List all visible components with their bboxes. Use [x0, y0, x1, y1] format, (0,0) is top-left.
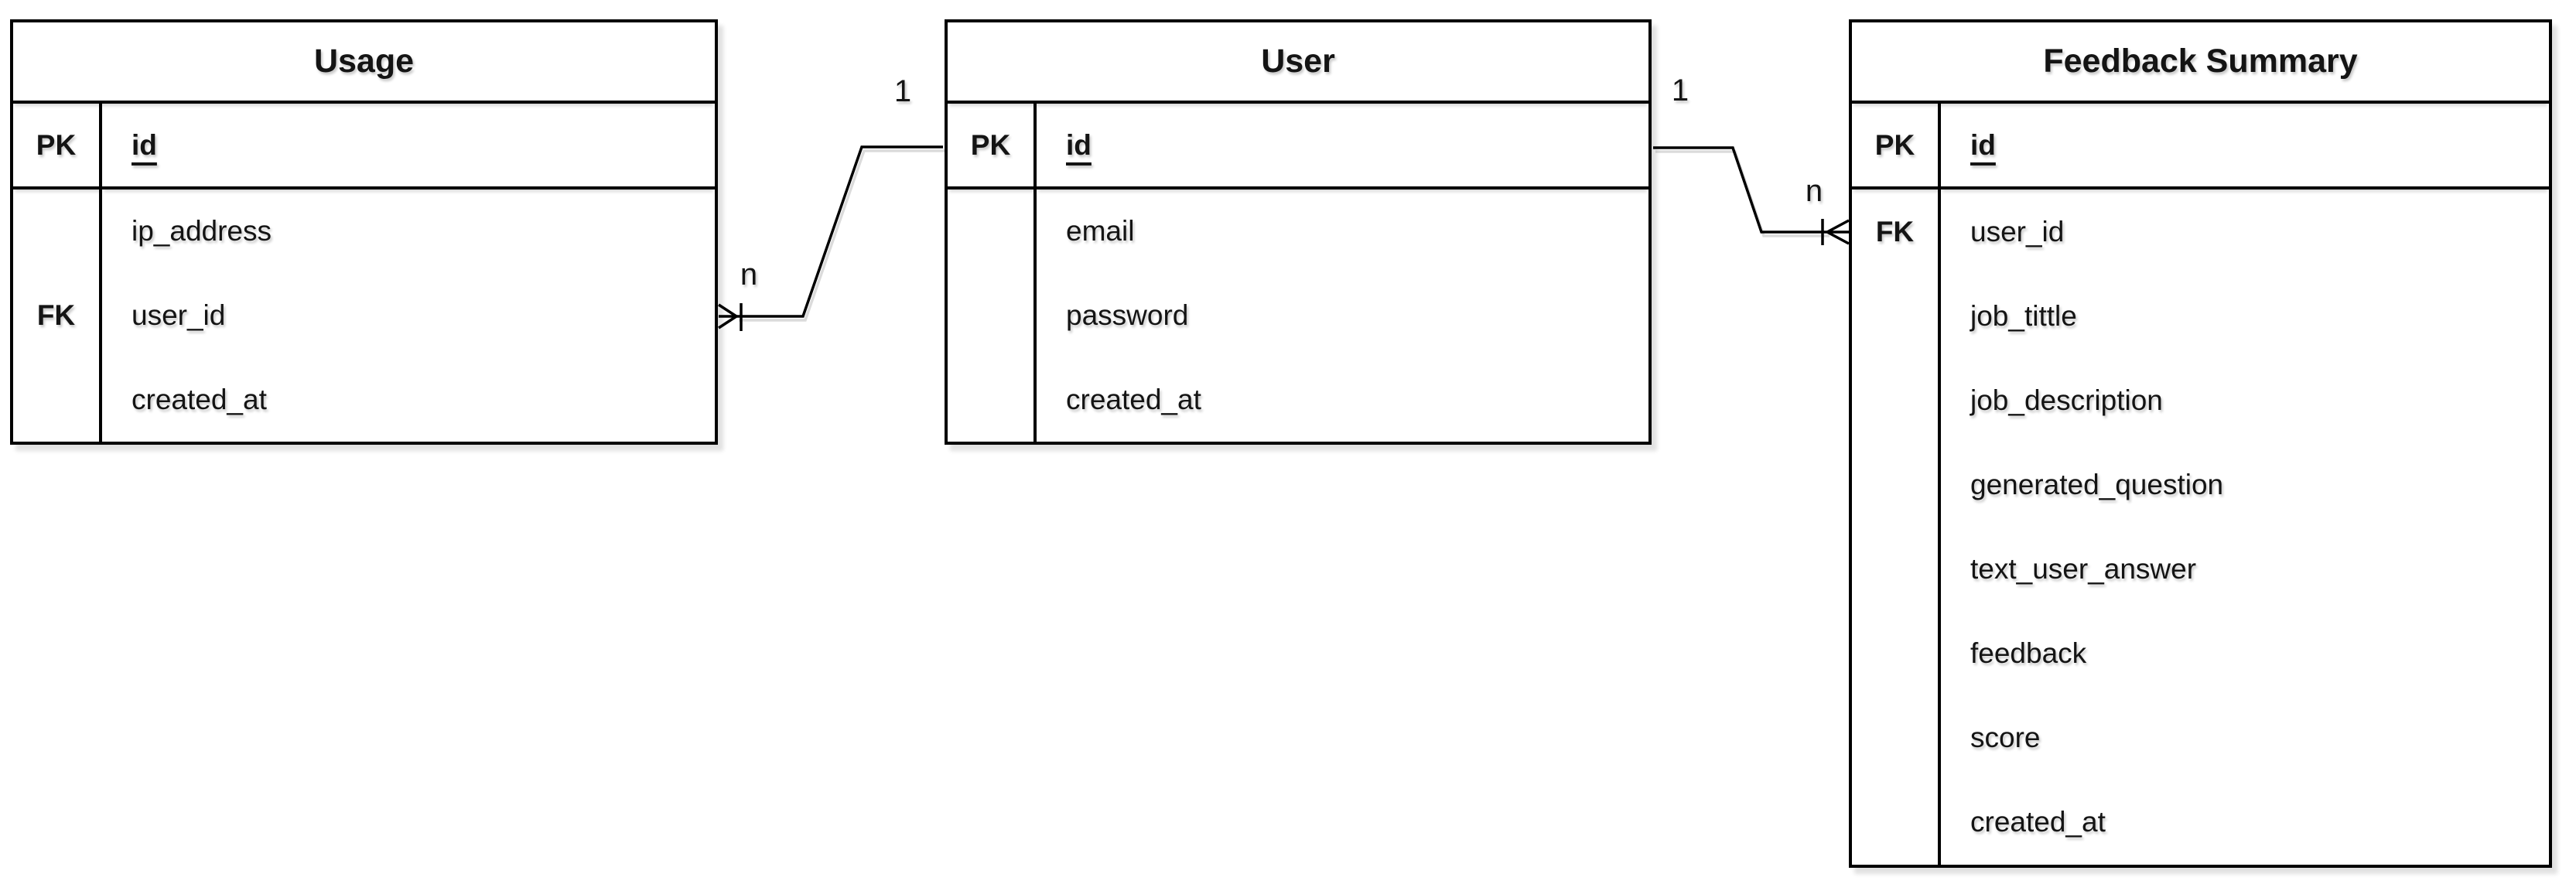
field-name: job_description	[1970, 384, 2163, 416]
cardinality-label-many: n	[740, 258, 758, 292]
crow-foot-many-icon	[1826, 219, 1850, 245]
field-name: id	[132, 128, 157, 161]
field-feedback: feedback	[1941, 612, 2549, 696]
field-created-at: created_at	[102, 357, 715, 442]
entity-table-user: User PK id email password created_at	[945, 19, 1652, 445]
entity-title: Feedback Summary	[1852, 22, 2549, 104]
entity-field-list: PK id ip_address FK user_id created_at	[13, 104, 715, 442]
key-cell	[1852, 358, 1941, 443]
entity-field-list: PK id FK user_id job_tittle job_descript…	[1852, 104, 2549, 865]
field-user-id: user_id	[1941, 189, 2549, 274]
key-cell-pk: PK	[948, 104, 1037, 189]
key-cell	[13, 189, 102, 274]
key-cell	[1852, 780, 1941, 865]
key-cell	[1852, 611, 1941, 696]
field-user-id: user_id	[102, 274, 715, 358]
connector-line	[1653, 146, 1827, 234]
entity-title: User	[948, 22, 1648, 104]
field-name: id	[1970, 128, 1996, 161]
field-id: id	[1941, 104, 2549, 189]
field-score: score	[1941, 696, 2549, 780]
field-name: feedback	[1970, 637, 2087, 670]
field-name: user_id	[132, 299, 226, 331]
key-cell	[1852, 527, 1941, 612]
field-name: text_user_answer	[1970, 553, 2197, 585]
crow-foot-many-icon	[718, 303, 737, 329]
key-cell	[948, 273, 1037, 358]
field-job-description: job_description	[1941, 358, 2549, 442]
field-name: ip_address	[132, 215, 272, 248]
field-job-tittle: job_tittle	[1941, 274, 2549, 358]
field-created-at: created_at	[1941, 780, 2549, 865]
key-cell	[948, 357, 1037, 442]
field-name: score	[1970, 722, 2041, 754]
entity-table-feedback-summary: Feedback Summary PK id FK user_id job_ti…	[1849, 19, 2552, 868]
connector-line	[736, 145, 943, 318]
field-password: password	[1037, 274, 1648, 358]
key-cell-pk: PK	[13, 104, 102, 189]
key-cell-fk: FK	[1852, 189, 1941, 275]
field-name: user_id	[1970, 215, 2065, 248]
field-ip-address: ip_address	[102, 189, 715, 274]
entity-table-usage: Usage PK id ip_address FK user_id create…	[10, 19, 718, 445]
key-cell	[1852, 274, 1941, 359]
cardinality-label-one: 1	[893, 74, 912, 108]
key-cell	[13, 357, 102, 442]
field-name: id	[1066, 128, 1092, 161]
entity-title: Usage	[13, 22, 715, 104]
field-text-user-answer: text_user_answer	[1941, 527, 2549, 612]
key-cell	[948, 189, 1037, 274]
cardinality-label-one: 1	[1671, 73, 1689, 108]
field-name: created_at	[1066, 383, 1201, 415]
field-generated-question: generated_question	[1941, 442, 2549, 527]
field-name: password	[1066, 299, 1189, 331]
key-cell	[1852, 442, 1941, 527]
field-id: id	[1037, 104, 1648, 189]
key-cell-fk: FK	[13, 273, 102, 358]
entity-field-list: PK id email password created_at	[948, 104, 1648, 442]
cardinality-label-many: n	[1805, 174, 1823, 208]
field-name: email	[1066, 215, 1135, 248]
field-name: job_tittle	[1970, 299, 2077, 332]
field-id: id	[102, 104, 715, 189]
field-email: email	[1037, 189, 1648, 274]
field-created-at: created_at	[1037, 357, 1648, 442]
field-name: created_at	[132, 383, 267, 415]
key-cell	[1852, 695, 1941, 780]
field-name: generated_question	[1970, 468, 2224, 500]
field-name: created_at	[1970, 806, 2106, 838]
connector-user-to-feedback	[1653, 146, 1850, 245]
connector-user-to-usage	[718, 145, 943, 331]
key-cell-pk: PK	[1852, 104, 1941, 189]
